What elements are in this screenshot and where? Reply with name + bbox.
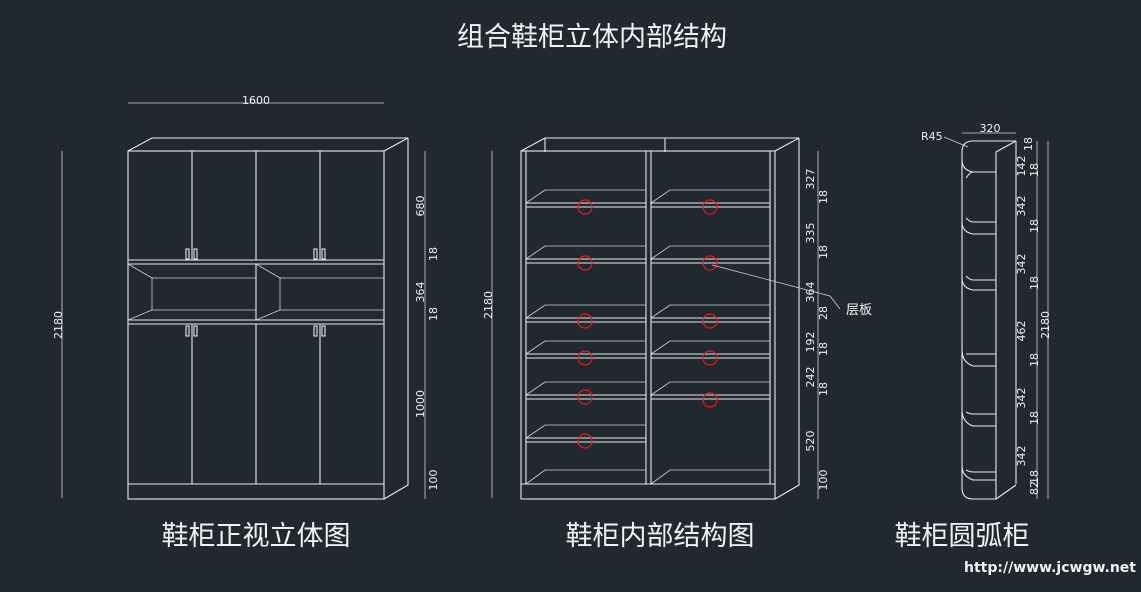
- cabinet-side-surface: [383, 138, 409, 500]
- watermark-url: http://www.jcwgw.net: [964, 560, 1136, 576]
- shelf-leader-line: [711, 264, 841, 310]
- door-handle: [185, 325, 190, 337]
- svg-text:18: 18: [1022, 137, 1035, 151]
- svg-text:28: 28: [817, 306, 830, 320]
- svg-text:18: 18: [1028, 411, 1041, 425]
- door-handle: [313, 325, 318, 337]
- door-handle: [321, 325, 326, 337]
- svg-text:364: 364: [804, 282, 817, 303]
- radius-dimension: R45: [921, 130, 943, 143]
- svg-text:335: 335: [804, 223, 817, 244]
- shelf-label: 层板: [846, 303, 872, 318]
- svg-text:18: 18: [817, 190, 830, 204]
- svg-text:18: 18: [1028, 219, 1041, 233]
- svg-text:18: 18: [427, 247, 440, 261]
- svg-text:18: 18: [427, 307, 440, 321]
- door-handle: [193, 325, 198, 337]
- svg-text:364: 364: [414, 282, 427, 303]
- svg-text:82: 82: [1028, 481, 1041, 495]
- left-column-shelves: [525, 189, 646, 485]
- internal-structure-cabinet: 2180: [482, 137, 872, 552]
- front-view-caption: 鞋柜正视立体图: [162, 521, 351, 552]
- width-dimension: 1600: [242, 94, 270, 107]
- svg-text:342: 342: [1015, 196, 1028, 217]
- svg-text:142: 142: [1015, 156, 1028, 177]
- svg-text:342: 342: [1015, 446, 1028, 467]
- svg-text:18: 18: [1028, 353, 1041, 367]
- door-handle: [313, 248, 318, 260]
- right-column-shelves: [650, 189, 770, 485]
- svg-text:242: 242: [804, 367, 817, 388]
- svg-text:18: 18: [1028, 470, 1041, 484]
- svg-text:342: 342: [1015, 388, 1028, 409]
- right-dimension-labels: 327 18 335 18 364 28 192 18 242 18 520 1…: [804, 169, 830, 491]
- height-dimension: 2180: [1039, 311, 1052, 339]
- main-title: 组合鞋柜立体内部结构: [457, 22, 727, 53]
- right-dimension-labels: 18 142 18 342 18 342 18 462 18 342 18 34…: [1015, 137, 1041, 495]
- cabinet-top-surface: [127, 137, 409, 152]
- svg-text:342: 342: [1015, 254, 1028, 275]
- svg-text:680: 680: [414, 196, 427, 217]
- internal-view-caption: 鞋柜内部结构图: [566, 521, 755, 552]
- front-view-cabinet: 1600 2180: [52, 94, 440, 552]
- svg-text:100: 100: [427, 470, 440, 491]
- cabinet-outline: [520, 150, 776, 500]
- arc-cabinet-body: [961, 140, 1017, 500]
- svg-text:18: 18: [817, 245, 830, 259]
- height-dimension: 2180: [482, 291, 495, 319]
- svg-text:18: 18: [817, 342, 830, 356]
- svg-text:18: 18: [1028, 163, 1041, 177]
- right-dimension-labels: 680 18 364 18 1000 100: [414, 196, 440, 491]
- door-handle: [321, 248, 326, 260]
- arc-cabinet: 320 R45 18 142 18 342 18 342 18 462: [895, 122, 1053, 552]
- height-dimension: 2180: [52, 311, 65, 339]
- svg-text:100: 100: [817, 470, 830, 491]
- door-handle: [185, 248, 190, 260]
- svg-text:192: 192: [804, 332, 817, 353]
- svg-text:1000: 1000: [414, 390, 427, 418]
- svg-text:327: 327: [804, 169, 817, 190]
- svg-text:462: 462: [1015, 321, 1028, 342]
- svg-text:18: 18: [1028, 276, 1041, 290]
- svg-text:520: 520: [804, 431, 817, 452]
- door-handle: [193, 248, 198, 260]
- width-dimension: 320: [980, 122, 1001, 135]
- shelf-marker-circles: [577, 199, 718, 449]
- arc-cabinet-caption: 鞋柜圆弧柜: [895, 521, 1030, 552]
- svg-text:18: 18: [817, 382, 830, 396]
